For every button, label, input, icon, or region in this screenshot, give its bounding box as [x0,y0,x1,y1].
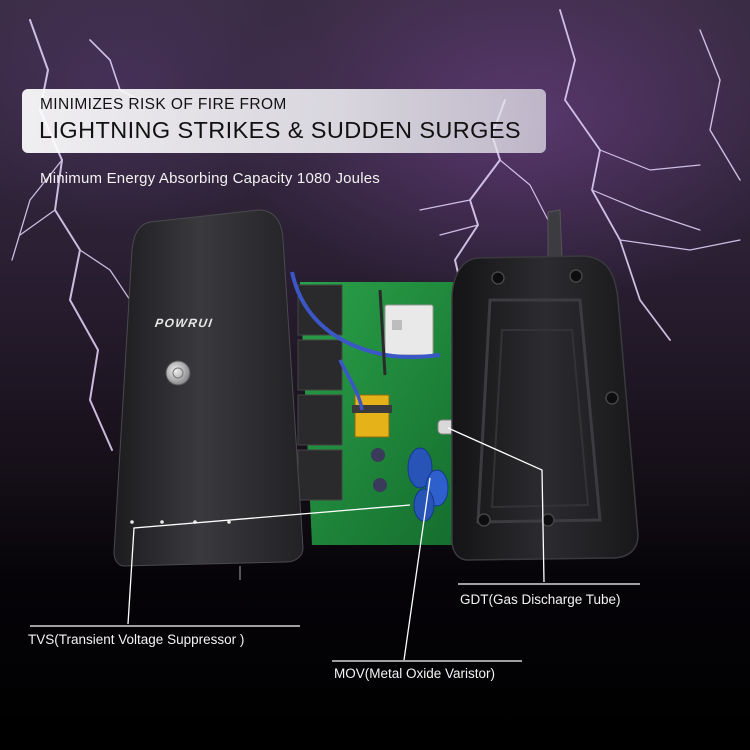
headline-line-2: LIGHTNING STRIKES & SUDDEN SURGES [39,117,521,143]
lightning-bolt-far-right [699,29,741,181]
wire [378,289,387,376]
screw-hole [477,513,491,527]
wire [338,359,364,411]
lightning-bolt-center-branch [419,159,549,236]
led [371,448,385,462]
brand-logo: POWRUI [154,316,215,330]
led [373,478,387,492]
mov-varistor [407,447,433,489]
tvs-label: TVS(Transient Voltage Suppressor ) [28,632,245,647]
status-led [227,520,231,524]
lightning-bolt-right [559,9,671,341]
relay [297,284,343,336]
gdt-label: GDT(Gas Discharge Tube) [460,592,621,607]
screw-hole [491,271,505,285]
lightning-bolt-right-branch [591,149,741,251]
relay [297,339,343,391]
screw-hole [569,269,583,283]
wire [290,271,441,360]
screw-hole [605,391,619,405]
callout-leader-lines [30,427,640,662]
headline-banner [22,89,546,153]
tvs-leader-line [127,504,411,625]
gdt-leader-line [447,427,545,583]
circuit-board [297,282,472,545]
front-housing [113,209,304,580]
headline-line-1: MINIMIZES RISK OF FIRE FROM [40,96,287,113]
relay [297,394,343,446]
mov-leader-line [403,477,431,661]
relay [297,449,343,501]
mov-label: MOV(Metal Oxide Varistor) [334,666,496,681]
status-led [130,520,134,524]
lightning-bolt-left-branch [11,159,131,301]
screw-hole [541,513,555,527]
lightning-bolt-left [29,19,113,451]
back-case [451,255,639,561]
power-button [165,360,191,386]
status-led [160,520,164,524]
energy-capacity-subtitle: Minimum Energy Absorbing Capacity 1080 J… [40,170,381,187]
